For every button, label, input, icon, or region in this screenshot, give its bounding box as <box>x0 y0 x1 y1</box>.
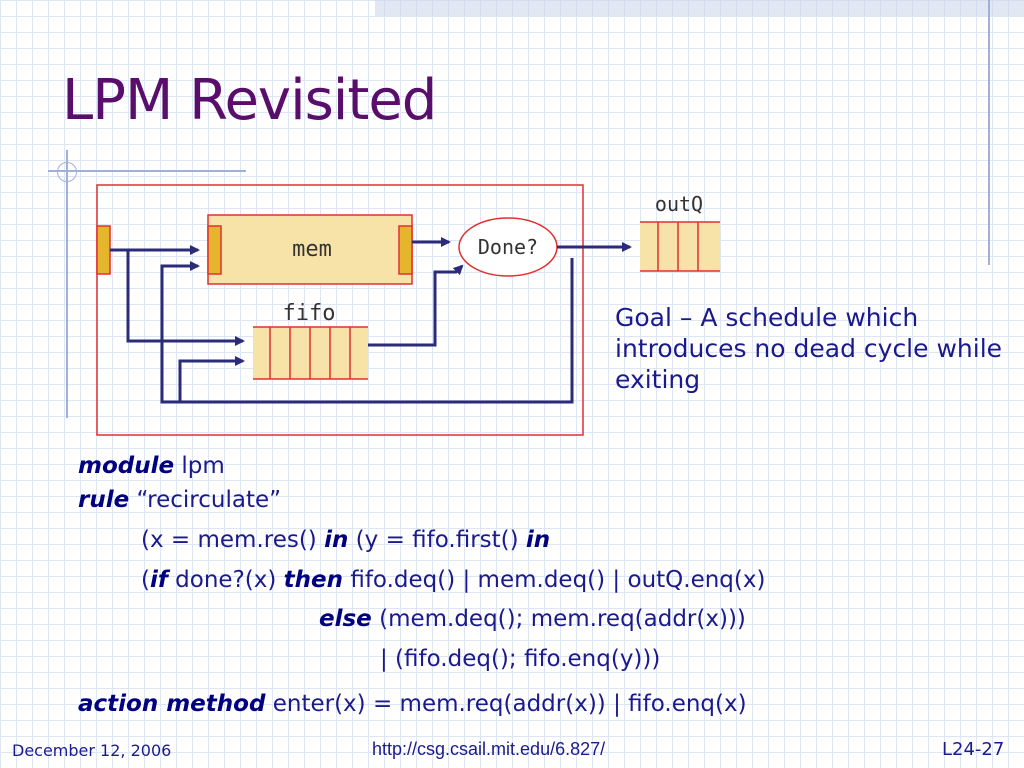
keyword-module: module <box>78 453 175 479</box>
lpm-module-box <box>96 184 584 436</box>
code-line-7: action method enter(x) = mem.req(addr(x)… <box>78 691 747 717</box>
keyword-in: in <box>525 527 551 553</box>
mem-label: mem <box>292 237 332 262</box>
code-text: enter(x) = mem.req(addr(x)) | fifo.enq(x… <box>265 691 747 717</box>
decor-circle <box>57 162 77 182</box>
keyword-if: if <box>149 567 168 593</box>
code-text: ( <box>141 567 150 593</box>
code-line-4: (if done?(x) then fifo.deq() | mem.deq()… <box>141 567 765 593</box>
footer-url[interactable]: http://csg.csail.mit.edu/6.827/ <box>372 739 606 759</box>
right-decor-line <box>988 0 990 265</box>
code-line-3: (x = mem.res() in (y = fifo.first() in <box>141 527 550 553</box>
code-line-5: else (mem.deq(); mem.req(addr(x))) <box>319 606 746 632</box>
mem-res-port <box>398 225 413 275</box>
arrow-recirculate-to-fifo <box>178 356 245 402</box>
code-text: (x = mem.res() <box>141 527 325 553</box>
keyword-then: then <box>283 567 344 593</box>
code-text: fifo.deq() | mem.deq() | outQ.enq(x) <box>343 567 766 593</box>
footer-date: December 12, 2006 <box>12 741 172 760</box>
keyword-else: else <box>319 606 372 632</box>
arrow-recirculate-to-mem <box>160 258 574 404</box>
mem-req-port <box>207 225 222 275</box>
arrow-fifo-to-done <box>368 264 464 347</box>
code-line-1: module lpm <box>78 453 225 479</box>
keyword-action-method: action method <box>78 691 266 717</box>
fifo-label: fifo <box>283 301 336 326</box>
goal-text: Goal – A schedule which introduces no de… <box>615 303 1003 394</box>
code-text: lpm <box>174 453 225 479</box>
left-decor-line <box>66 150 68 418</box>
enter-port <box>96 225 111 275</box>
top-decor-band <box>375 0 1024 16</box>
arrow-enter-to-fifo <box>126 250 245 346</box>
code-text: done?(x) <box>167 567 284 593</box>
footer-page-number: L24-27 <box>942 739 1005 760</box>
done-label: Done? <box>478 235 538 259</box>
code-line-2: rule “recirculate” <box>78 487 281 513</box>
outq-box <box>640 222 720 271</box>
keyword-rule: rule <box>78 487 130 513</box>
slide-title: LPM Revisited <box>62 68 437 133</box>
code-text: | (fifo.deq(); fifo.enq(y))) <box>380 646 661 672</box>
code-text: “recirculate” <box>129 487 282 513</box>
code-text: (y = fifo.first() <box>348 527 526 553</box>
code-line-6: | (fifo.deq(); fifo.enq(y))) <box>380 646 660 672</box>
title-decor-line <box>48 170 246 172</box>
outq-label: outQ <box>655 192 703 216</box>
mem-box <box>207 214 413 285</box>
keyword-in: in <box>324 527 349 553</box>
code-text: (mem.deq(); mem.req(addr(x))) <box>371 606 746 632</box>
